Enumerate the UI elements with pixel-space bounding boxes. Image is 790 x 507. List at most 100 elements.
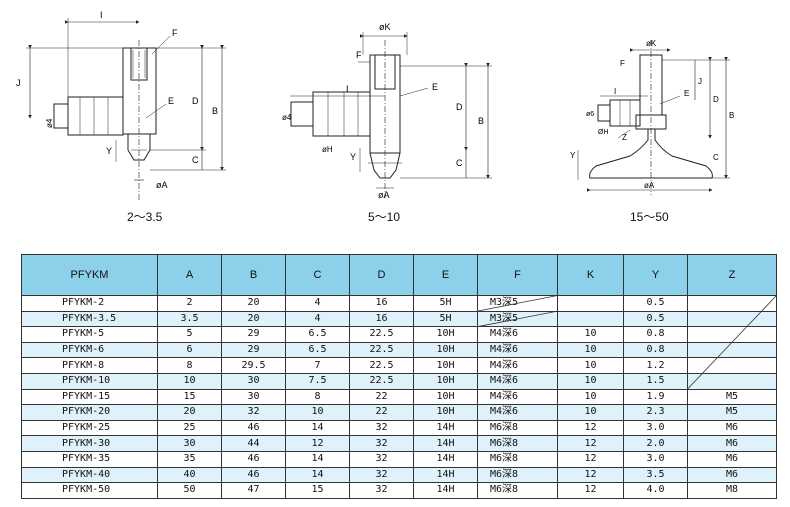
large-label-Phi: ø6 [586, 111, 594, 118]
cell-c: 7 [285, 357, 350, 374]
cell-b: 46 [221, 466, 286, 484]
large-label-F: F [620, 59, 625, 68]
caption-small: 2～3.5 [127, 210, 163, 224]
cell-c: 12 [285, 435, 350, 452]
cell-e: 14H [413, 482, 478, 499]
large-label-K: øK [646, 39, 657, 48]
small-label-C: C [192, 155, 199, 165]
cell-c: 14 [285, 450, 350, 468]
cell-d: 32 [349, 466, 414, 484]
cell-name: PFYKM-50 [21, 482, 158, 499]
column-header-f: F [477, 254, 558, 296]
cell-a: 30 [157, 435, 222, 452]
cell-y: 3.0 [623, 419, 688, 437]
cell-d: 32 [349, 482, 414, 499]
small-label-D: D [192, 96, 199, 106]
medium-label-A: øA [378, 190, 390, 200]
medium-label-F: F [356, 50, 362, 60]
small-label-E: E [168, 96, 174, 106]
cell-c: 10 [285, 404, 350, 421]
column-header-c: C [285, 254, 350, 296]
cell-k: 12 [557, 466, 624, 484]
cell-e: 10H [413, 341, 478, 359]
large-label-E: E [684, 89, 689, 98]
cell-b: 46 [221, 450, 286, 468]
cell-name: PFYKM-3.5 [21, 310, 158, 328]
cell-c: 4 [285, 310, 350, 328]
cell-b: 20 [221, 295, 286, 312]
medium-label-Phi: ø4 [282, 113, 292, 122]
cell-f: M4深6 [477, 372, 558, 390]
cell-y: 3.5 [623, 466, 688, 484]
cell-f: M4深6 [477, 388, 558, 406]
cell-b: 44 [221, 435, 286, 452]
cell-f: M6深8 [477, 466, 558, 484]
medium-label-B: B [478, 116, 484, 126]
cell-z [687, 341, 777, 359]
cell-name: PFYKM-8 [21, 357, 158, 374]
cell-a: 25 [157, 419, 222, 437]
column-header-k: K [557, 254, 624, 296]
cell-k: 10 [557, 326, 624, 343]
cell-e: 14H [413, 466, 478, 484]
cell-z: M5 [687, 388, 777, 406]
cell-k: 10 [557, 372, 624, 390]
cell-c: 6.5 [285, 326, 350, 343]
cell-y: 0.8 [623, 341, 688, 359]
cell-k: 12 [557, 482, 624, 499]
cell-name: PFYKM-10 [21, 372, 158, 390]
cell-b: 30 [221, 388, 286, 406]
cell-f: M4深6 [477, 357, 558, 374]
cell-a: 3.5 [157, 310, 222, 328]
cell-d: 16 [349, 295, 414, 312]
large-label-I: I [614, 87, 616, 96]
cell-e: 10H [413, 404, 478, 421]
column-header-e: E [413, 254, 478, 296]
column-header-z: Z [687, 254, 777, 296]
cell-f: M6深8 [477, 482, 558, 499]
technical-drawings: I F J D B E Y C øA ø4 øK F I E D [16, 10, 734, 200]
cell-b: 30 [221, 372, 286, 390]
cell-e: 14H [413, 450, 478, 468]
cell-a: 35 [157, 450, 222, 468]
cell-d: 22.5 [349, 326, 414, 343]
cell-z [687, 295, 777, 312]
cell-y: 2.3 [623, 404, 688, 421]
cell-b: 29 [221, 326, 286, 343]
large-label-Y: Y [570, 151, 576, 160]
caption-large: 15～50 [630, 210, 669, 224]
cell-k: 12 [557, 450, 624, 468]
cell-z: M6 [687, 450, 777, 468]
caption-medium: 5～10 [368, 210, 401, 224]
cell-a: 2 [157, 295, 222, 312]
small-label-A: øA [156, 180, 168, 190]
small-label-F: F [172, 28, 178, 38]
cell-f: M6深8 [477, 419, 558, 437]
cell-c: 6.5 [285, 341, 350, 359]
cell-y: 1.2 [623, 357, 688, 374]
drawing-small [26, 18, 226, 200]
cell-k [557, 310, 624, 328]
medium-label-K: øK [379, 22, 391, 32]
cell-k: 10 [557, 357, 624, 374]
cell-k: 10 [557, 404, 624, 421]
cell-b: 46 [221, 419, 286, 437]
cell-f: M4深6 [477, 404, 558, 421]
medium-label-I: I [346, 84, 349, 94]
cell-e: 10H [413, 372, 478, 390]
cell-z: M6 [687, 435, 777, 452]
cell-d: 32 [349, 419, 414, 437]
cell-name: PFYKM-6 [21, 341, 158, 359]
column-header-a: A [157, 254, 222, 296]
medium-label-E: E [432, 82, 438, 92]
cell-d: 22 [349, 388, 414, 406]
cell-name: PFYKM-30 [21, 435, 158, 452]
cell-name: PFYKM-20 [21, 404, 158, 421]
column-header-pfykm: PFYKM [21, 254, 158, 296]
